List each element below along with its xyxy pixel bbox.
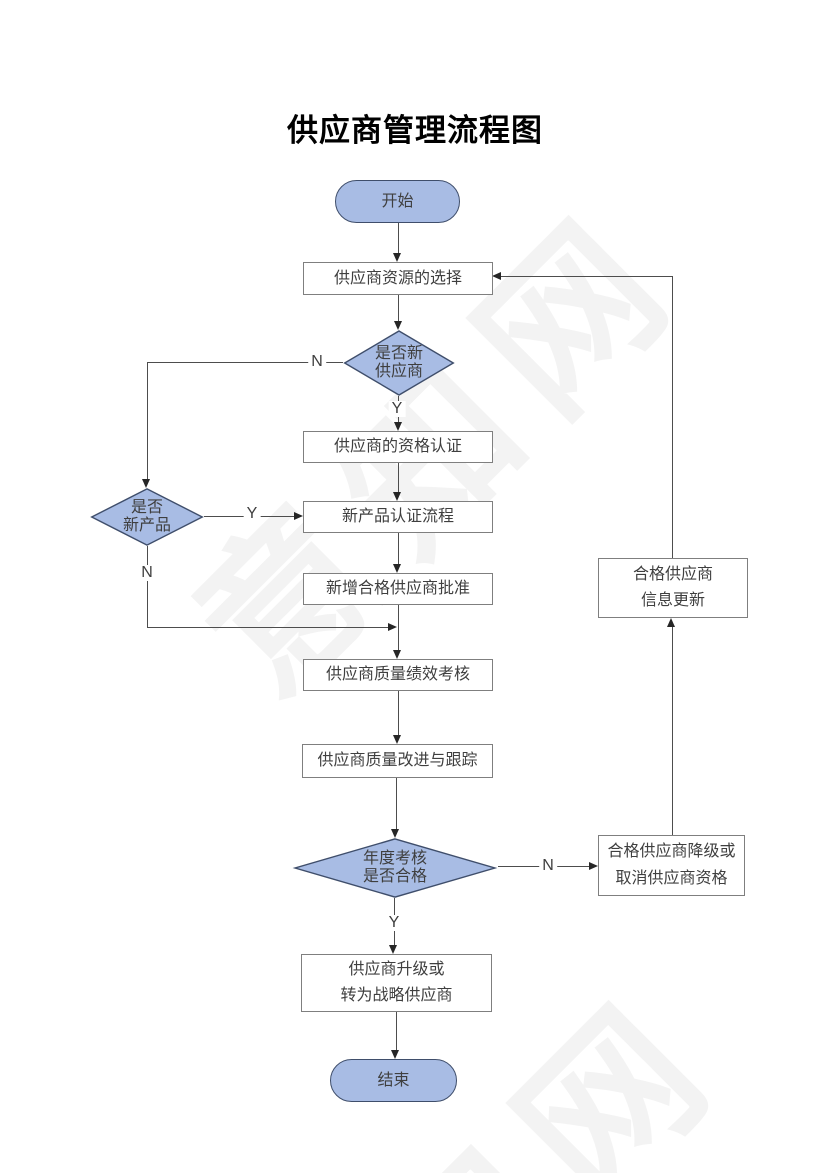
decision-label: 是否 新产品 xyxy=(122,498,171,534)
connector-line xyxy=(672,627,673,835)
connector-line xyxy=(501,276,673,277)
arrowhead-icon xyxy=(667,618,675,627)
connector-line xyxy=(672,277,673,558)
arrowhead-icon xyxy=(294,512,303,520)
connector-line xyxy=(396,1012,397,1050)
flow-decision-new-product: 是否 新产品 xyxy=(90,488,204,546)
arrowhead-icon xyxy=(393,492,401,501)
flow-node-performance-review: 供应商质量绩效考核 xyxy=(303,659,493,691)
connector-line xyxy=(147,627,388,628)
diamond-shape xyxy=(90,488,204,546)
arrowhead-icon xyxy=(389,945,397,954)
arrowhead-icon xyxy=(589,862,598,870)
decision-label: 是否新 供应商 xyxy=(374,344,423,380)
diamond-shape xyxy=(343,330,455,396)
flow-node-downgrade-supplier: 合格供应商降级或 取消供应商资格 xyxy=(598,835,745,896)
arrowhead-icon xyxy=(393,650,401,659)
edge-label-annual-no: N xyxy=(539,858,557,874)
edge-label-new-product-yes: Y xyxy=(243,506,261,522)
edge-label-annual-yes: Y xyxy=(385,915,403,931)
flow-node-end: 结束 xyxy=(330,1059,457,1102)
connector-line xyxy=(398,605,399,650)
connector-line xyxy=(147,362,148,479)
page-title: 供应商管理流程图 xyxy=(287,113,543,148)
arrowhead-icon xyxy=(393,735,401,744)
arrowhead-icon xyxy=(388,623,397,631)
arrowhead-icon xyxy=(142,479,150,488)
arrowhead-icon xyxy=(391,1050,399,1059)
flow-decision-annual-review: 年度考核 是否合格 xyxy=(292,838,498,898)
flow-node-approve-supplier: 新增合格供应商批准 xyxy=(303,573,493,605)
arrowhead-icon xyxy=(394,321,402,330)
connector-line xyxy=(398,691,399,735)
edge-label-new-supplier-yes: Y xyxy=(388,401,406,417)
connector-line xyxy=(398,295,399,321)
flow-node-start: 开始 xyxy=(335,180,460,223)
flow-node-quality-improvement: 供应商质量改进与跟踪 xyxy=(302,744,493,778)
edge-label-new-product-no: N xyxy=(138,565,156,581)
arrowhead-icon xyxy=(391,829,399,838)
flow-node-supplier-selection: 供应商资源的选择 xyxy=(303,262,493,295)
flow-node-upgrade-supplier: 供应商升级或 转为战略供应商 xyxy=(301,954,492,1012)
arrowhead-icon xyxy=(393,253,401,262)
connector-line xyxy=(396,778,397,829)
arrowhead-icon xyxy=(393,564,401,573)
flow-decision-new-supplier: 是否新 供应商 xyxy=(343,330,455,396)
flow-node-qualification: 供应商的资格认证 xyxy=(303,431,493,463)
arrowhead-icon xyxy=(394,422,402,431)
flow-node-new-product-cert: 新产品认证流程 xyxy=(303,501,493,533)
decision-label: 年度考核 是否合格 xyxy=(362,849,427,885)
flow-node-info-update: 合格供应商 信息更新 xyxy=(598,558,748,618)
connector-line xyxy=(398,223,399,253)
edge-label-new-supplier-no: N xyxy=(308,354,326,370)
connector-line xyxy=(147,362,343,363)
connector-line xyxy=(147,546,148,628)
arrowhead-icon xyxy=(492,272,501,280)
diamond-shape xyxy=(292,838,498,898)
connector-line xyxy=(398,533,399,564)
connector-line xyxy=(398,463,399,492)
